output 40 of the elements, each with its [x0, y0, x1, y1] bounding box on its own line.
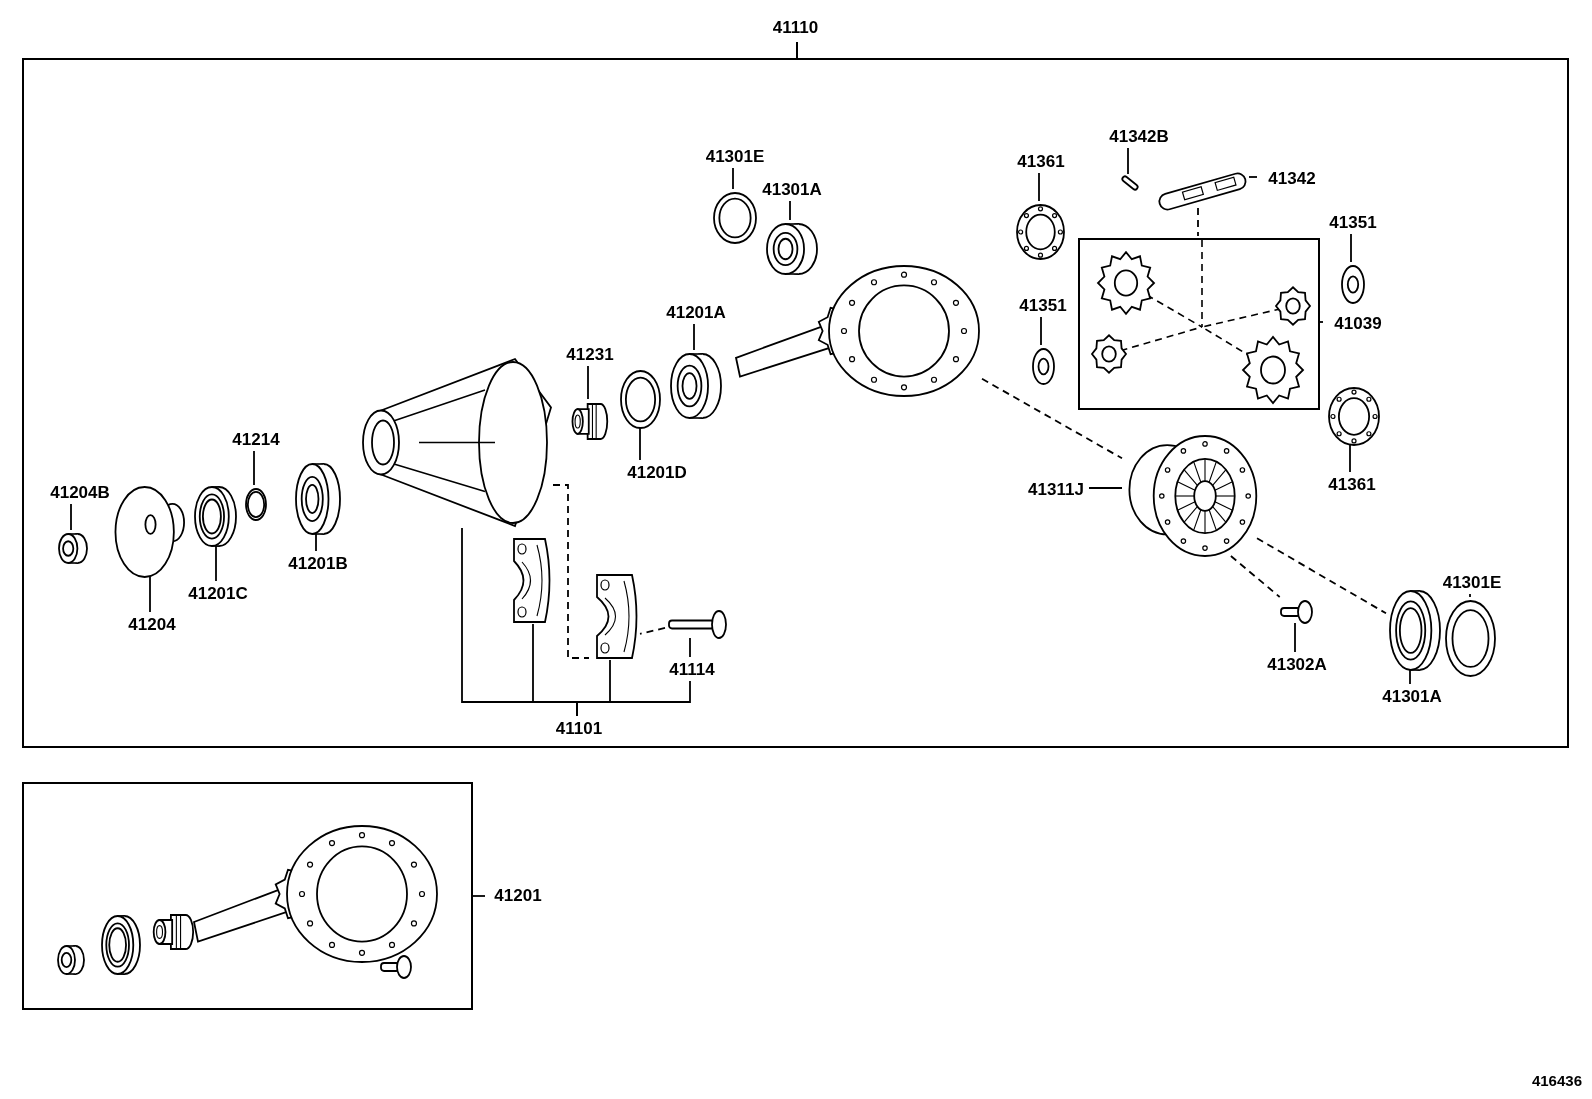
oil-seal-drawing — [193, 485, 238, 548]
bolt-drawing — [1279, 599, 1314, 625]
assembly-line — [1256, 537, 1387, 615]
carrier-housing-drawing — [359, 355, 555, 530]
nut-drawing — [57, 532, 89, 565]
pin-drawing — [1122, 176, 1138, 190]
assembly-line — [981, 377, 1123, 460]
assembly-line — [552, 484, 590, 659]
leader-line — [1349, 444, 1351, 473]
leader-line — [1317, 321, 1324, 323]
seal-ring-drawing — [712, 191, 758, 245]
washer-drawing — [1031, 347, 1056, 386]
assembly-line — [1230, 555, 1281, 598]
assembly-line — [1197, 207, 1199, 237]
drawing-number: 416436 — [1531, 1072, 1582, 1089]
bolt-drawing — [667, 609, 728, 640]
seal-ring-drawing — [244, 487, 268, 522]
seal-ring-drawing — [619, 369, 662, 430]
subassembly-frame — [22, 782, 473, 1010]
flange-drawing — [114, 485, 187, 579]
bearing-drawing — [294, 462, 342, 536]
leader-line — [315, 533, 317, 552]
part-number: 41110 — [772, 18, 819, 38]
spacer-drawing — [571, 401, 608, 442]
leader-line — [1409, 669, 1411, 685]
leader-line — [215, 545, 217, 582]
thrust-washer-drawing — [1327, 386, 1381, 447]
thrust-washer-drawing — [1015, 203, 1066, 261]
bearing-drawing — [669, 352, 723, 420]
leader-line — [639, 427, 641, 461]
assembly-line — [639, 627, 666, 635]
oil-seal-drawing — [1388, 589, 1442, 672]
washer-drawing — [1340, 264, 1366, 305]
bearing-drawing — [765, 222, 819, 276]
leader-line — [689, 637, 691, 658]
leader-line — [1248, 176, 1258, 178]
leader-line — [149, 576, 151, 613]
leader-line — [472, 895, 486, 897]
leader-line — [1294, 622, 1296, 653]
seal-ring-drawing — [1444, 599, 1497, 678]
